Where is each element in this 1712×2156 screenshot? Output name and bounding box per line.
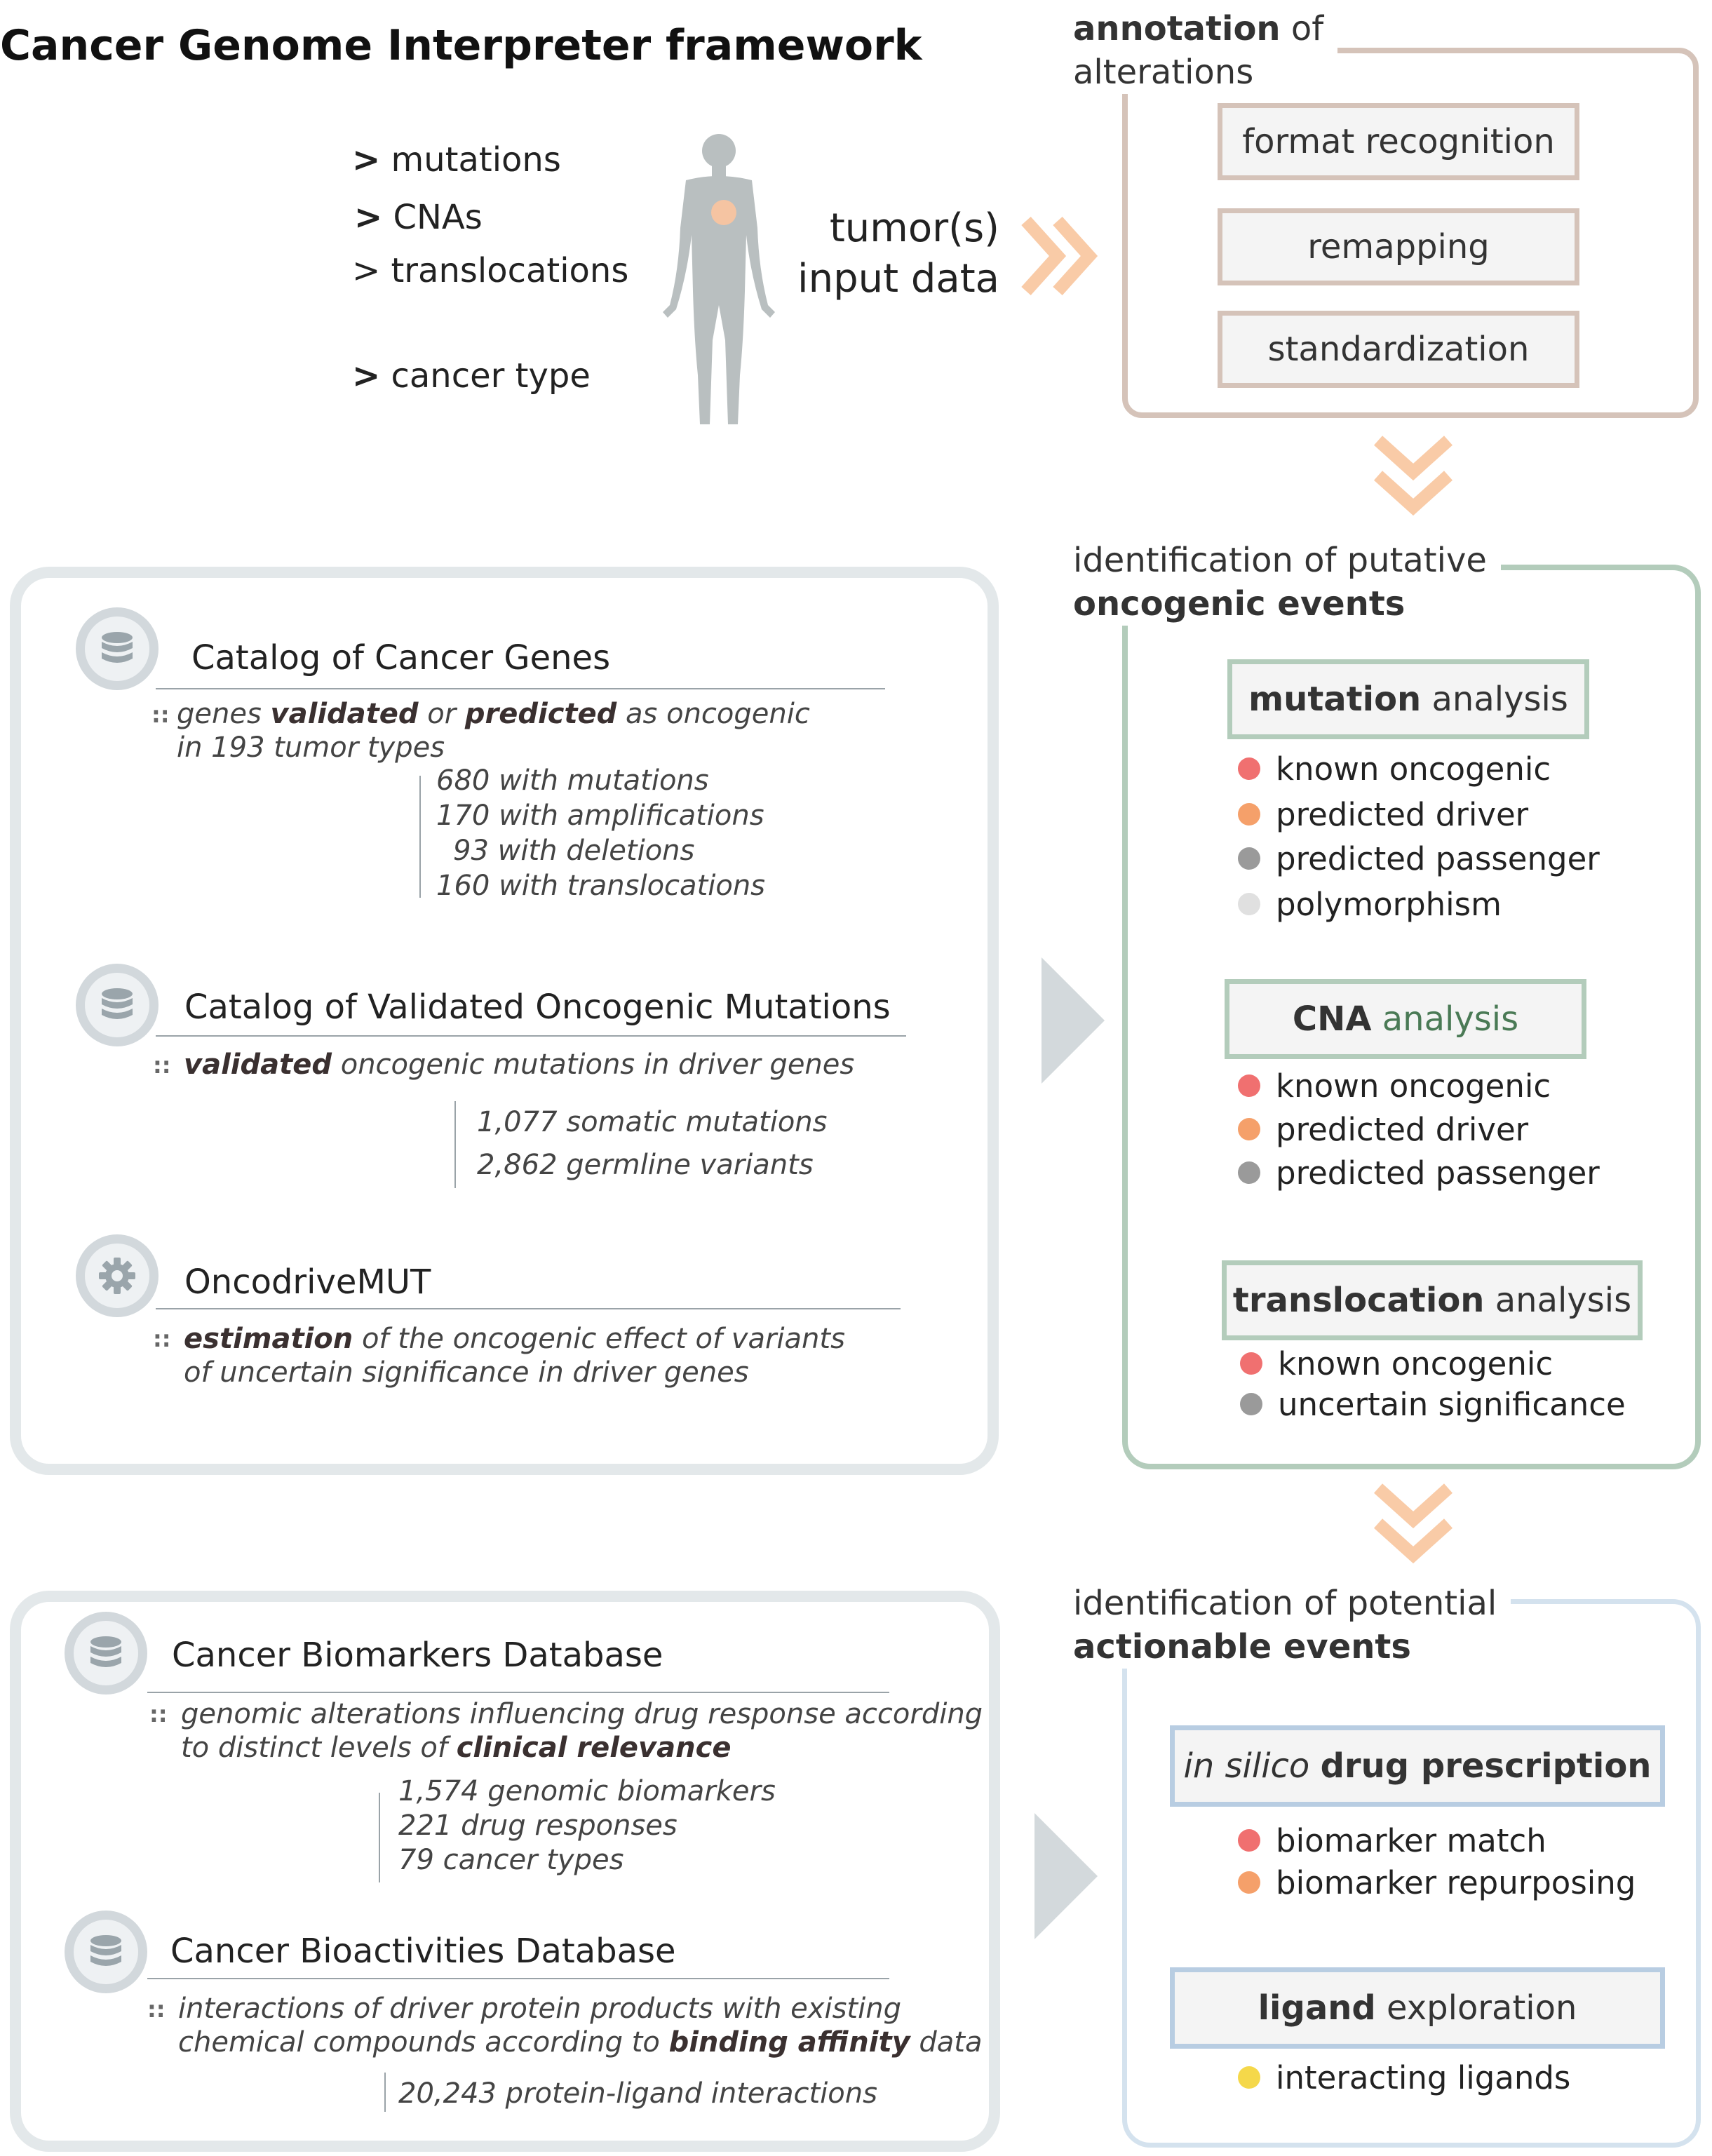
legend-uncertain-significance: uncertain significance bbox=[1240, 1386, 1626, 1423]
divider bbox=[147, 1692, 889, 1693]
legend-known-oncogenic: known oncogenic bbox=[1238, 1067, 1551, 1105]
drug-prescription-box: in silico drug prescription bbox=[1170, 1725, 1665, 1807]
format-recognition-box: format recognition bbox=[1218, 103, 1579, 180]
chevron-down-icon bbox=[1373, 436, 1453, 516]
input-item-mutations: > mutations bbox=[352, 140, 561, 180]
chevron-right-icon bbox=[1021, 216, 1098, 296]
divider bbox=[384, 2073, 386, 2112]
database-icon bbox=[76, 607, 159, 690]
catalog-cancer-genes-title: Catalog of Cancer Genes bbox=[191, 638, 611, 678]
oncodrivemut-desc: estimation of the oncogenic effect of va… bbox=[184, 1323, 845, 1389]
cancer-biomarkers-db-title: Cancer Biomarkers Database bbox=[172, 1636, 663, 1675]
catalog-validated-mutations-title: Catalog of Validated Oncogenic Mutations bbox=[184, 988, 891, 1027]
cancer-biomarkers-db-stats: 1,574 genomic biomarkers 221 drug respon… bbox=[398, 1775, 776, 1876]
bullet-icon: :: bbox=[153, 1052, 171, 1079]
bullet-icon: :: bbox=[147, 1996, 166, 2023]
legend-predicted-driver: predicted driver bbox=[1238, 796, 1528, 833]
cancer-bioactivities-db-title: Cancer Bioactivities Database bbox=[170, 1932, 676, 1971]
chevron-down-icon bbox=[1373, 1483, 1453, 1564]
divider bbox=[419, 776, 421, 898]
divider bbox=[156, 1308, 901, 1309]
divider bbox=[156, 688, 885, 689]
input-item-cnas: > CNAs bbox=[354, 198, 483, 237]
divider bbox=[156, 1035, 906, 1037]
catalog-validated-mutations-stats: 1,077 somatic mutations 2,862 germline v… bbox=[477, 1106, 828, 1181]
standardization-box: standardization bbox=[1218, 311, 1579, 388]
bullet-icon: :: bbox=[153, 1326, 171, 1352]
cancer-bioactivities-db-desc: interactions of driver protein products … bbox=[178, 1993, 983, 2059]
arrow-right-triangle-icon bbox=[1042, 957, 1105, 1084]
legend-interacting-ligands: interacting ligands bbox=[1238, 2059, 1570, 2096]
legend-biomarker-match: biomarker match bbox=[1238, 1822, 1546, 1859]
mutation-analysis-box: mutation analysis bbox=[1227, 659, 1589, 739]
tumor-input-label: tumor(s) input data bbox=[797, 206, 999, 302]
oncogenic-header: identification of putative oncogenic eve… bbox=[1073, 539, 1501, 626]
catalogs-panel bbox=[10, 567, 999, 1475]
catalog-validated-mutations-desc: validated oncogenic mutations in driver … bbox=[184, 1049, 855, 1081]
database-icon bbox=[65, 1911, 147, 1993]
database-icon bbox=[76, 964, 159, 1046]
database-icon bbox=[65, 1612, 147, 1695]
divider bbox=[454, 1101, 456, 1188]
translocation-analysis-box: translocation analysis bbox=[1222, 1260, 1643, 1340]
input-item-cancer-type: > cancer type bbox=[352, 356, 591, 396]
page-title: Cancer Genome Interpreter framework bbox=[0, 21, 922, 70]
annotation-header: annotation of alterations bbox=[1073, 7, 1338, 94]
legend-predicted-driver: predicted driver bbox=[1238, 1111, 1528, 1148]
legend-known-oncogenic: known oncogenic bbox=[1240, 1345, 1553, 1382]
human-body-icon bbox=[663, 134, 775, 424]
actionable-header: identification of potential actionable e… bbox=[1073, 1582, 1511, 1669]
divider bbox=[147, 1978, 889, 1979]
catalog-cancer-genes-stats: 680 with mutations 170 with amplificatio… bbox=[436, 764, 766, 902]
divider bbox=[379, 1793, 380, 1882]
legend-predicted-passenger: predicted passenger bbox=[1238, 840, 1600, 877]
legend-polymorphism: polymorphism bbox=[1238, 886, 1502, 923]
bullet-icon: :: bbox=[151, 701, 170, 728]
arrow-right-triangle-icon bbox=[1034, 1813, 1098, 1939]
ligand-exploration-box: ligand exploration bbox=[1170, 1967, 1665, 2049]
cancer-biomarkers-db-desc: genomic alterations influencing drug res… bbox=[181, 1698, 983, 1764]
cna-analysis-box: CNA analysis bbox=[1225, 979, 1586, 1059]
legend-known-oncogenic: known oncogenic bbox=[1238, 750, 1551, 788]
databases-panel bbox=[10, 1591, 1000, 2152]
annotation-panel bbox=[1122, 48, 1699, 418]
remapping-box: remapping bbox=[1218, 208, 1579, 285]
input-item-translocations: > translocations bbox=[352, 251, 629, 290]
legend-predicted-passenger: predicted passenger bbox=[1238, 1154, 1600, 1192]
legend-biomarker-repurposing: biomarker repurposing bbox=[1238, 1864, 1636, 1901]
gear-icon bbox=[76, 1234, 159, 1317]
cancer-bioactivities-db-stats: 20,243 protein-ligand interactions bbox=[398, 2077, 877, 2110]
catalog-cancer-genes-desc: genes validated or predicted as oncogeni… bbox=[177, 698, 810, 764]
bullet-icon: :: bbox=[149, 1701, 168, 1727]
oncodrivemut-title: OncodriveMUT bbox=[184, 1262, 431, 1302]
